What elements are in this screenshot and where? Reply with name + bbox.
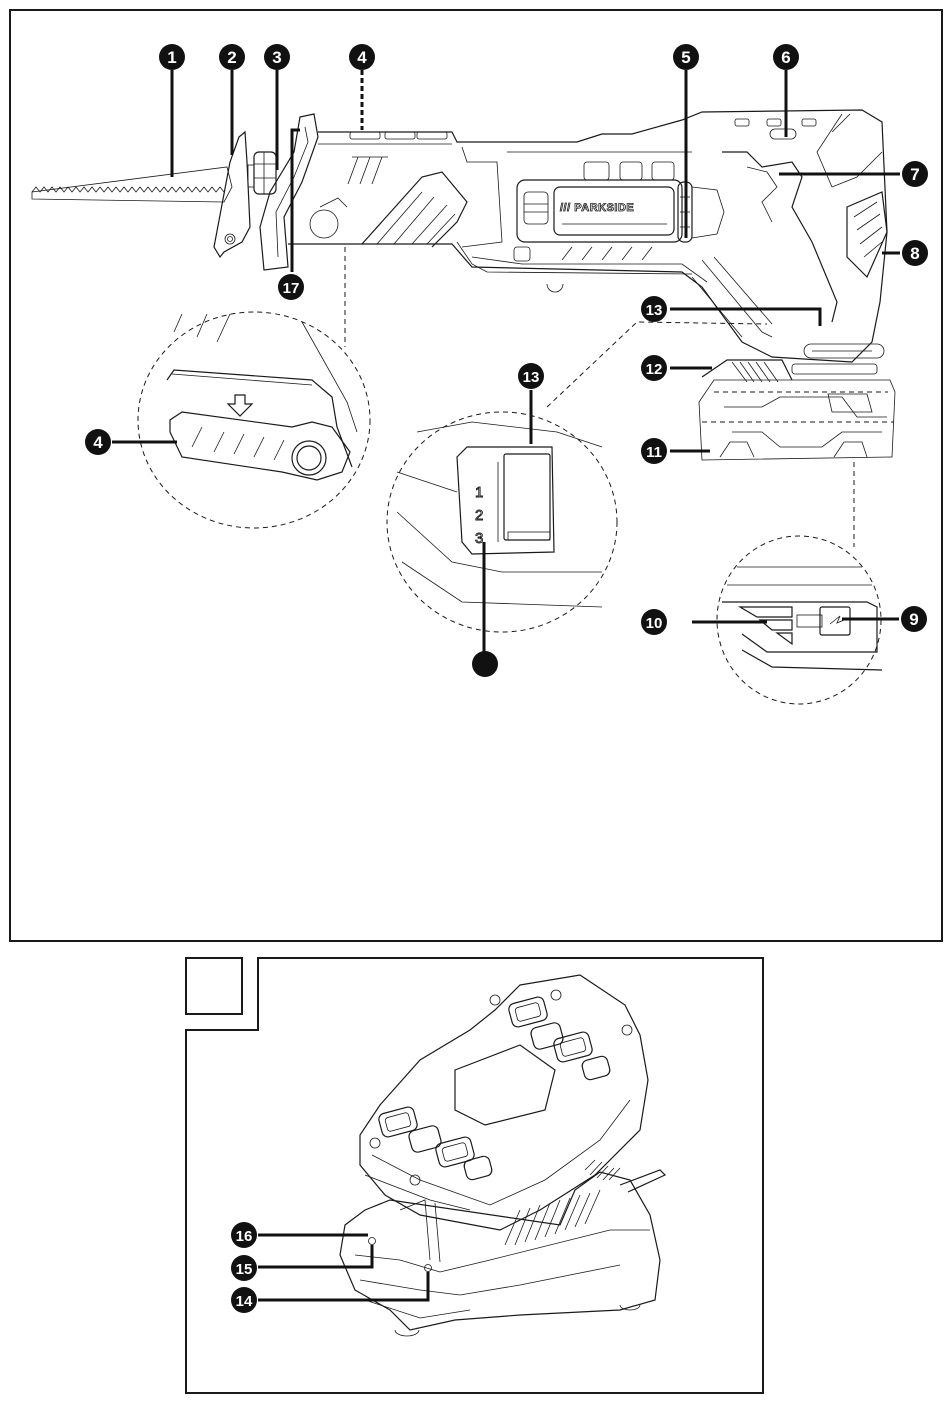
figure-b-leader-lines <box>258 1235 428 1300</box>
callout-14: 14 <box>231 1287 257 1313</box>
leader-lines <box>112 70 900 652</box>
callout-6: 6 <box>773 44 799 70</box>
svg-text:2: 2 <box>227 48 236 67</box>
saw-housing-drawing: /// PARKSIDE <box>260 110 887 374</box>
callout-13-detail: 13 <box>518 363 544 389</box>
svg-text:16: 16 <box>236 1228 253 1245</box>
detail-circle-charge-indicator <box>717 462 882 704</box>
svg-text:11: 11 <box>646 444 662 461</box>
svg-text:6: 6 <box>781 48 790 67</box>
svg-text:4: 4 <box>93 433 103 452</box>
svg-text:7: 7 <box>910 165 919 184</box>
svg-text:4: 4 <box>357 48 367 67</box>
callout-17: 17 <box>278 274 304 300</box>
callout-4-detail: 4 <box>85 429 111 455</box>
svg-text:10: 10 <box>646 615 663 632</box>
detail-circle-shoe-lever <box>138 247 370 528</box>
svg-text:9: 9 <box>909 610 918 629</box>
svg-text:8: 8 <box>910 244 919 263</box>
svg-text:1: 1 <box>167 48 176 67</box>
figure-b-letter-box <box>186 958 242 1014</box>
svg-text:12: 12 <box>646 361 663 378</box>
callout-11: 11 <box>641 438 667 464</box>
saw-blade-drawing <box>32 167 232 202</box>
svg-text:14: 14 <box>236 1293 253 1310</box>
callout-12: 12 <box>641 355 667 381</box>
callout-2: 2 <box>219 44 245 70</box>
speed-label-1: 1 <box>475 484 483 501</box>
speed-label-3: 3 <box>475 530 483 547</box>
callout-7: 7 <box>902 161 928 187</box>
battery-on-charger-drawing <box>360 975 648 1230</box>
callout-1: 1 <box>159 44 185 70</box>
svg-text:13: 13 <box>523 369 540 386</box>
svg-text:15: 15 <box>236 1261 253 1278</box>
svg-text:5: 5 <box>681 48 690 67</box>
battery-pack-drawing <box>699 360 895 460</box>
figure-a-panel: /// PARKSIDE <box>9 9 943 942</box>
svg-text:13: 13 <box>646 302 663 319</box>
callout-15: 15 <box>231 1255 257 1281</box>
figure-b-frame <box>186 958 763 1393</box>
callout-16: 16 <box>231 1222 257 1248</box>
parkside-brand-text: /// PARKSIDE <box>560 202 634 214</box>
svg-text:17: 17 <box>283 280 300 297</box>
blade-clamp-drawing <box>248 152 276 194</box>
speed-label-2: 2 <box>475 507 483 524</box>
callout-3: 3 <box>264 44 290 70</box>
callout-10: 10 <box>641 609 667 635</box>
callout-8: 8 <box>902 240 928 266</box>
svg-text:3: 3 <box>272 48 281 67</box>
charger-drawing <box>340 1170 665 1336</box>
callout-unlabelled <box>472 651 498 677</box>
callout-4: 4 <box>349 44 375 70</box>
figure-a-drawing: /// PARKSIDE <box>11 11 941 940</box>
callout-5: 5 <box>673 44 699 70</box>
callout-13: 13 <box>641 296 667 322</box>
callout-9: 9 <box>901 606 927 632</box>
